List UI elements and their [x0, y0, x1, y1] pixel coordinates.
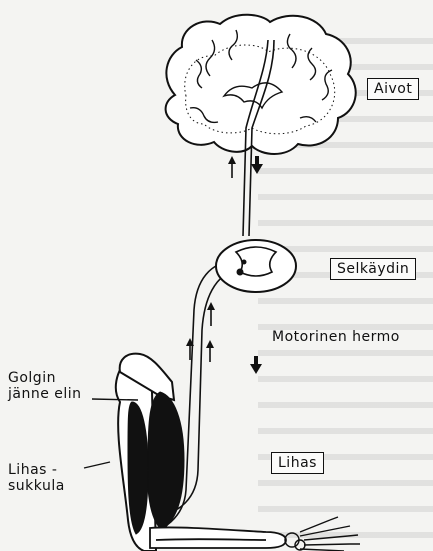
muscle-spindle-label: Lihas - sukkula [8, 462, 65, 494]
brain-label: Aivot [367, 78, 419, 100]
muscle-label: Lihas [271, 452, 324, 474]
golgi-tendon-organ-label: Golgin jänne elin [8, 370, 82, 402]
down-arrow-1 [251, 156, 263, 174]
down-arrow-2 [250, 356, 262, 374]
hand-bones [285, 517, 360, 551]
spinal-cord-label: Selkäydin [330, 258, 416, 280]
golgi-label-line2: jänne elin [8, 386, 82, 402]
up-arrow-1 [228, 156, 236, 178]
forearm [150, 527, 286, 548]
up-arrow-4 [206, 340, 214, 362]
up-arrow-2 [207, 302, 215, 326]
spindle-label-line1: Lihas - [8, 462, 65, 478]
muscle [128, 392, 184, 534]
spindle-label-line2: sukkula [8, 478, 65, 494]
golgi-label-line1: Golgin [8, 370, 82, 386]
motor-nerve-label: Motorinen hermo [272, 329, 400, 345]
spinal-cord-section [216, 240, 296, 292]
